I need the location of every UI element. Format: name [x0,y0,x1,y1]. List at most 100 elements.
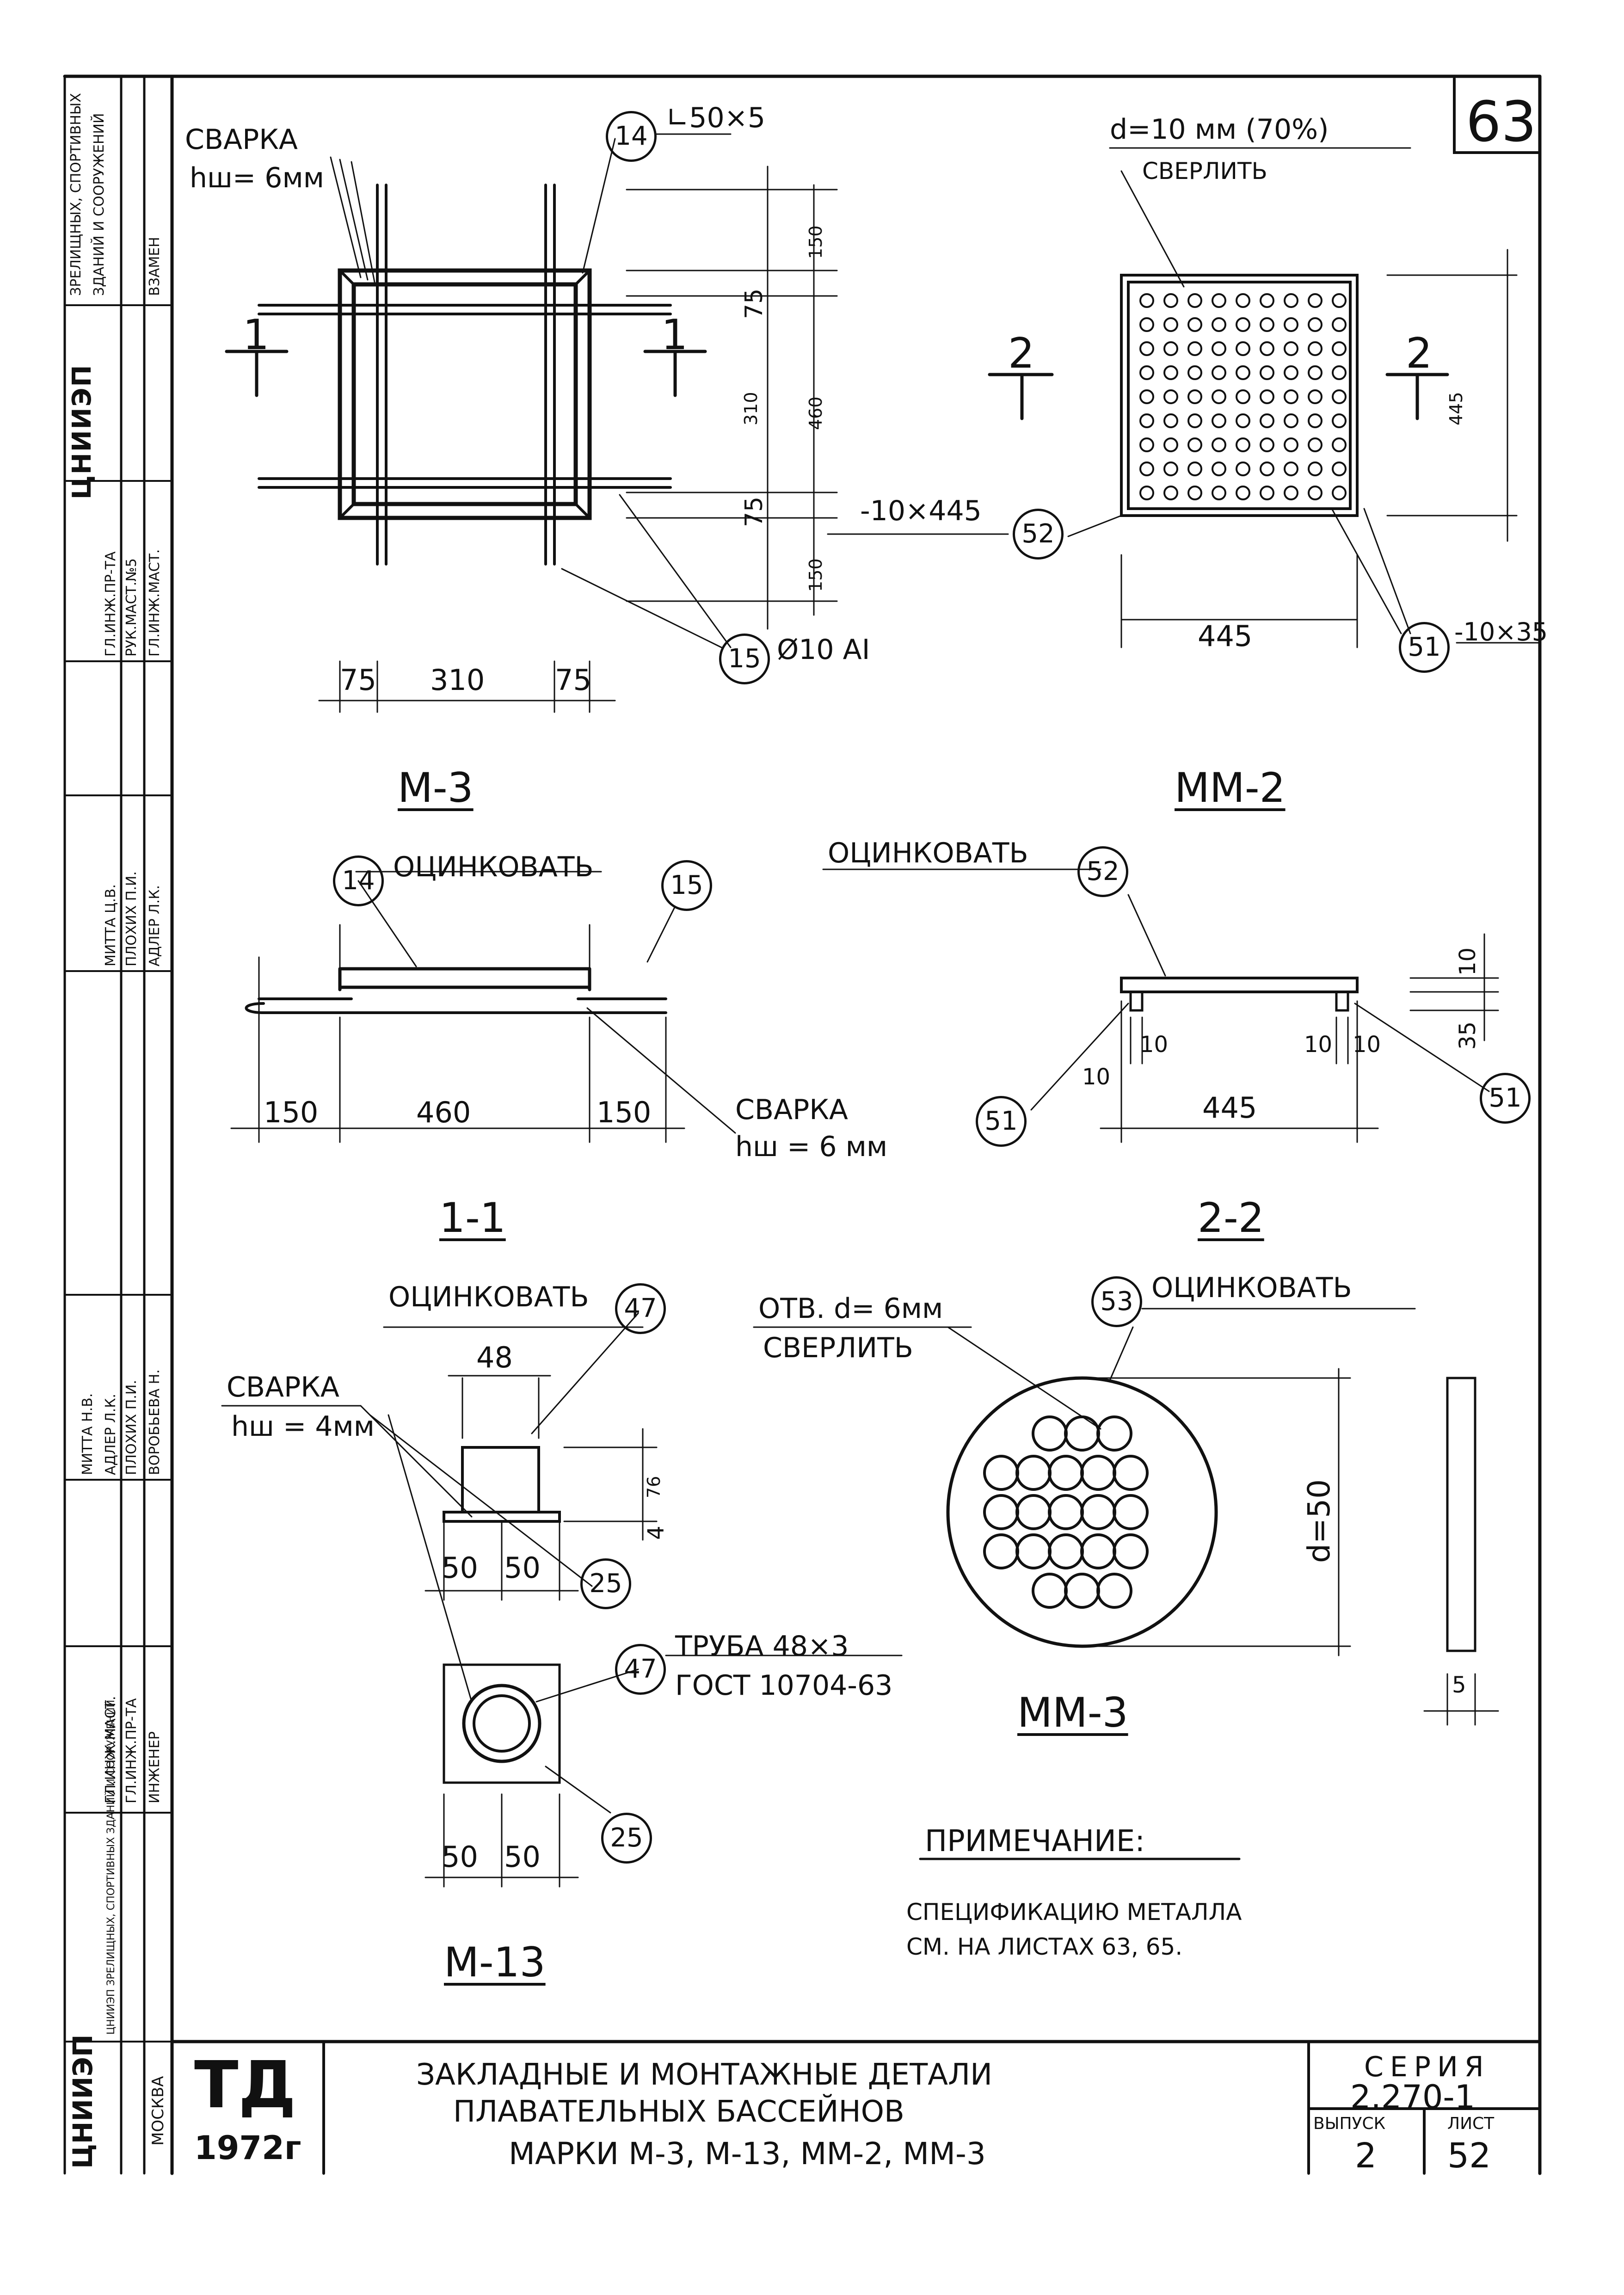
callout-53: 53 [1091,1276,1142,1327]
perforation-hole [1212,341,1226,356]
stamp-name: МИТТА Ц.В. [103,884,119,966]
callout-51-plan: 51 [1399,622,1450,673]
perforation-hole [1284,437,1298,452]
perforation-hole [1308,317,1323,332]
dim-10-a: 10 [1140,1032,1169,1058]
stamp-role: ИНЖЕНЕР [147,1731,163,1803]
perforation-hole [1163,317,1178,332]
dim-75: 75 [740,288,768,319]
perforation-hole [1284,389,1298,404]
perforation-hole [1187,413,1202,428]
perforation-hole [1187,437,1202,452]
perforation-hole [1139,341,1154,356]
perforation-hole [1260,486,1274,500]
note-line-1: СПЕЦИФИКАЦИЮ МЕТАЛЛА [906,1899,1242,1926]
dim-150-bottom: 150 [806,558,826,592]
stamp-city: МОСКВА [149,2076,167,2146]
drill-note-mm3: СВЕРЛИТЬ [763,1332,913,1364]
dim-310-vert: 310 [741,392,761,425]
dim-4: 4 [643,1526,669,1540]
view-title-m13: М-13 [444,1938,546,1986]
perforation-hole [1260,389,1274,404]
perforation-hole [1139,413,1154,428]
drawing-title-line-2: ПЛАВАТЕЛЬНЫХ БАССЕЙНОВ [453,2095,904,2129]
perforation-hole [1236,461,1250,476]
callout-47-top: 47 [615,1283,666,1334]
stamp-name: МИТТА Н.В. [80,1393,96,1475]
dim-d50: d=50 [1301,1479,1337,1563]
dim-75-right: 75 [555,663,591,697]
td-mark: ТД [194,2048,296,2123]
sheet-number: 63 [1466,90,1537,154]
stamp-name: ПЛОХИХ П.И. [123,871,140,966]
perforation-hole [1260,461,1274,476]
stamp-role: ГЛ.ИНЖ.ПР-ТА [123,1698,140,1803]
perforation-hole [1332,365,1347,380]
callout-51-left: 51 [976,1096,1027,1147]
perforation-hole [1284,461,1298,476]
dim-10-vert: 10 [1455,947,1481,976]
perforation-hole [1308,389,1323,404]
stamp-role: ГЛ.ИНЖ.ПР-ТА [103,551,119,657]
perforation-hole [1187,341,1202,356]
dim-50-b: 50 [504,1551,541,1585]
perforation-hole [1308,486,1323,500]
perforation-hole [1284,317,1298,332]
section-mark-2-left: 2 [1008,329,1035,378]
perforation-hole [1139,437,1154,452]
dim-10-b: 10 [1082,1064,1111,1090]
perforation-hole [1187,317,1202,332]
galvanize-note-m13: ОЦИНКОВАТЬ [388,1281,589,1313]
weld-label-m13: СВАРКА [227,1371,339,1403]
section-mark-2-right: 2 [1406,329,1433,378]
dim-150-r: 150 [597,1095,652,1129]
perforation-hole [1139,365,1154,380]
issue-label: ВЫПУСК [1313,2114,1386,2133]
perforation-hole [1212,389,1226,404]
perforation-hole [1163,389,1178,404]
dim-10-c: 10 [1304,1032,1333,1058]
perforation-hole [1260,341,1274,356]
callout-25-top: 25 [580,1558,631,1609]
stamp-name: АДЛЕР Л.К. [147,885,163,966]
view-title-1-1: 1-1 [439,1194,506,1242]
perforation-hole [1139,389,1154,404]
callout-14: 14 [606,111,657,162]
perforation-hole [1212,486,1226,500]
note-heading: ПРИМЕЧАНИЕ: [925,1824,1145,1858]
perforation-hole [1187,293,1202,308]
perforation-hole [1332,437,1347,452]
weld-size-label: hш= 6мм [190,162,324,194]
stamp-role: РУК.МАСТ.№5 [123,558,140,657]
weld-label: СВАРКА [185,123,298,156]
perforation-hole [1308,437,1323,452]
perforation-hole [1163,413,1178,428]
series-number: 2.270-1 [1350,2078,1476,2116]
sheet-in-block: 52 [1447,2136,1491,2176]
perforation-hole [1332,317,1347,332]
perforation-hole [1308,461,1323,476]
drawing-title-line-1: ЗАКЛАДНЫЕ И МОНТАЖНЫЕ ДЕТАЛИ [416,2058,992,2092]
stamp-name: ПЛОХИХ П.И. [123,1380,140,1475]
stamp-org-line: ЗДАНИЙ И СООРУЖЕНИЙ [91,113,107,296]
view-title-2-2: 2-2 [1198,1194,1264,1242]
dim-35-vert: 35 [1455,1021,1481,1050]
dim-50-a: 50 [442,1551,478,1585]
dim-150-l: 150 [264,1095,319,1129]
dim-thickness-5: 5 [1452,1672,1466,1698]
perforation-hole [1163,461,1178,476]
dim-445-vert: 445 [1446,392,1466,425]
stamp-name: АДЛЕР Л.К. [103,1393,119,1475]
perforation-hole [1212,293,1226,308]
callout-52-section: 52 [1077,846,1128,897]
perforation-hole [1163,293,1178,308]
view-title-mm3: ММ-3 [1017,1689,1128,1736]
callout-25-plan: 25 [601,1813,652,1864]
sheet-label: ЛИСТ [1447,2114,1495,2133]
dim-75-left: 75 [340,663,376,697]
weld-label-1-1: СВАРКА [735,1094,848,1126]
perforation-hole [1212,461,1226,476]
angle-profile: ∟50×5 [666,102,766,134]
perforation-hole [1187,461,1202,476]
perforation-hole [1284,293,1298,308]
